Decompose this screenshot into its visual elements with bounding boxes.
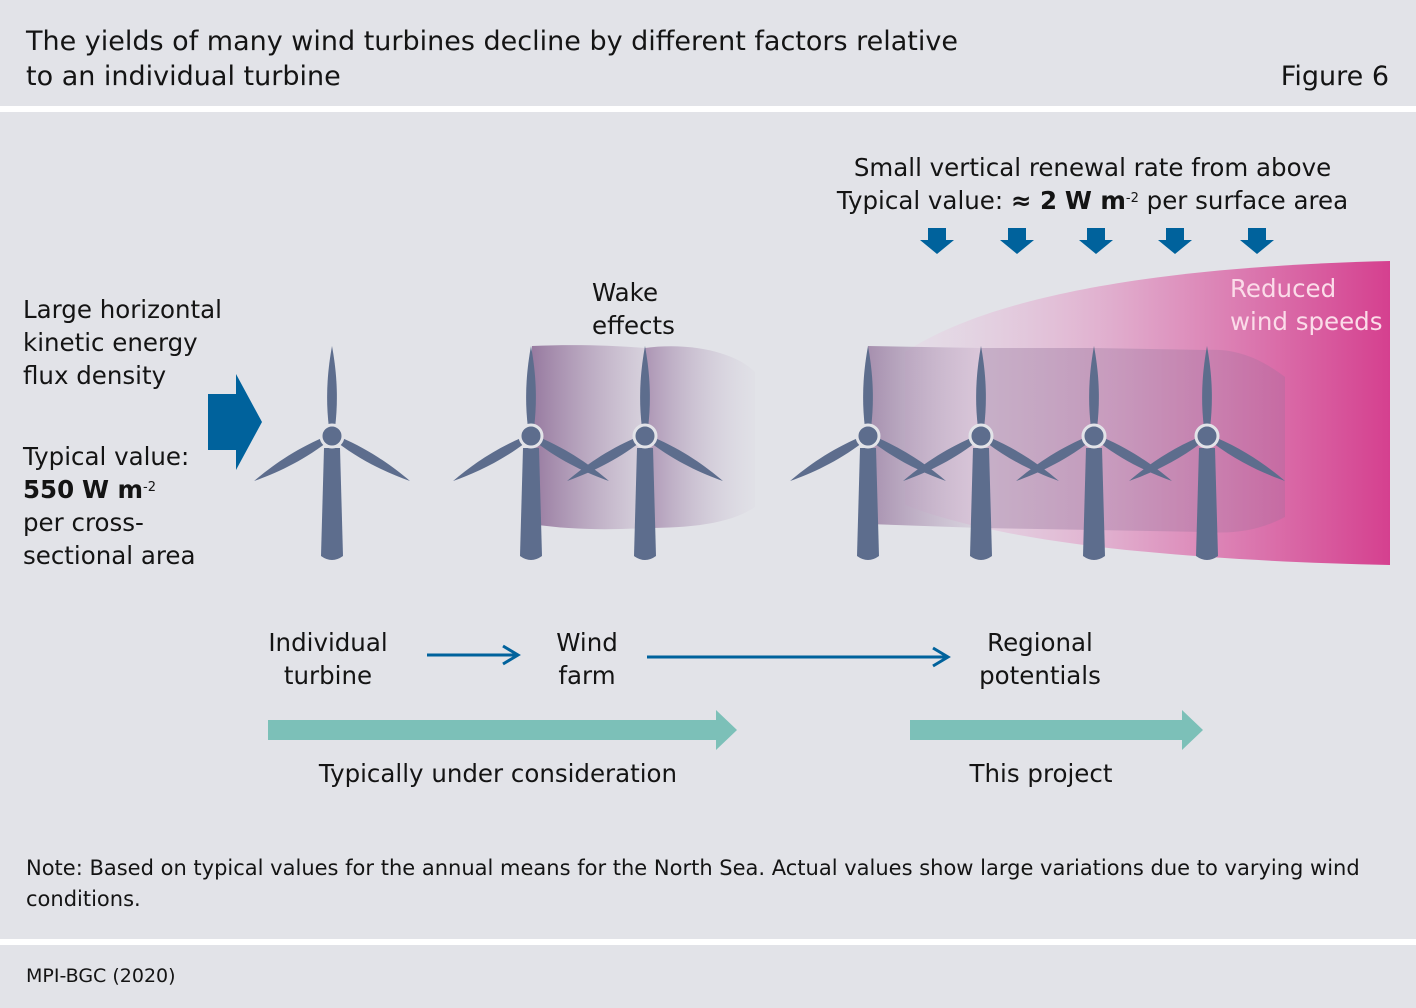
down-arrow-icon [920, 228, 1274, 254]
inflow-per-line-2: sectional area [23, 541, 196, 570]
title-line-2: to an individual turbine [26, 61, 341, 92]
inflow-line-2: kinetic energy [23, 328, 198, 357]
wake-effect-2 [645, 346, 755, 528]
inflow-description: Large horizontal kinetic energy flux den… [23, 293, 222, 392]
scope-project-label: This project [969, 759, 1113, 788]
inflow-typical-value: Typical value: 550 W m-2 per cross- sect… [23, 440, 195, 572]
renewal-per-text: per surface area [1146, 186, 1349, 215]
stage-regional-potentials: Regional potentials [960, 626, 1120, 692]
renewal-description: Small vertical renewal rate from above T… [800, 151, 1385, 217]
stage-individual-line-2: turbine [283, 661, 373, 690]
renewal-unit-exponent: -2 [1125, 191, 1139, 206]
renewal-typical-prefix: Typical value: [836, 186, 1004, 215]
reduced-line-1: Reduced [1230, 274, 1337, 303]
stage-individual-line-1: Individual [268, 628, 388, 657]
stage-wind-farm: Wind farm [527, 626, 647, 692]
right-arrow-icon [427, 644, 521, 666]
regional-wake-3 [1094, 348, 1207, 532]
figure-source: MPI-BGC (2020) [26, 965, 176, 987]
stage-farm-line-2: farm [558, 661, 616, 690]
stage-individual-turbine: Individual turbine [248, 626, 408, 692]
inflow-arrow-icon [208, 374, 262, 470]
figure-header: The yields of many wind turbines decline… [0, 0, 1416, 106]
wake-line-2: effects [592, 311, 675, 340]
renewal-approx-value: ≈ 2 [1010, 186, 1058, 215]
wake-effects-label: Wake effects [592, 276, 675, 342]
regional-wake-1 [868, 346, 981, 528]
scope-arrow-project [910, 710, 1203, 750]
renewal-unit: W m [1064, 186, 1126, 215]
scope-arrow-typical [268, 710, 737, 750]
reduced-wind-label: Reduced wind speeds [1230, 272, 1383, 338]
right-arrow-icon [647, 646, 951, 668]
wake-effect-1 [532, 345, 645, 530]
inflow-unit-exponent: -2 [143, 480, 157, 495]
inflow-typical-label: Typical value: [23, 442, 190, 471]
inflow-unit: W m [81, 475, 144, 504]
footer-divider [0, 939, 1416, 945]
inflow-line-3: flux density [23, 361, 167, 390]
scope-typical-label: Typically under consideration [318, 759, 678, 788]
inflow-line-1: Large horizontal [23, 295, 222, 324]
figure-number: Figure 6 [1280, 61, 1389, 92]
figure-title: The yields of many wind turbines decline… [26, 24, 1126, 94]
regional-wake-2 [981, 348, 1094, 530]
regional-wake-4 [1207, 349, 1285, 533]
wake-line-1: Wake [592, 278, 659, 307]
wind-diagram [208, 228, 1390, 750]
stage-farm-line-1: Wind [556, 628, 618, 657]
stage-regional-line-2: potentials [979, 661, 1101, 690]
reduced-wind-region [905, 261, 1390, 565]
stage-regional-line-1: Regional [987, 628, 1093, 657]
wind-turbine-icon [250, 344, 414, 562]
renewal-line-1: Small vertical renewal rate from above [853, 153, 1332, 182]
reduced-line-2: wind speeds [1230, 307, 1383, 336]
figure-note: Note: Based on typical values for the an… [26, 856, 1360, 911]
title-line-1: The yields of many wind turbines decline… [26, 26, 958, 57]
inflow-value: 550 [23, 475, 75, 504]
header-divider [0, 106, 1416, 112]
inflow-per-line-1: per cross- [23, 508, 144, 537]
